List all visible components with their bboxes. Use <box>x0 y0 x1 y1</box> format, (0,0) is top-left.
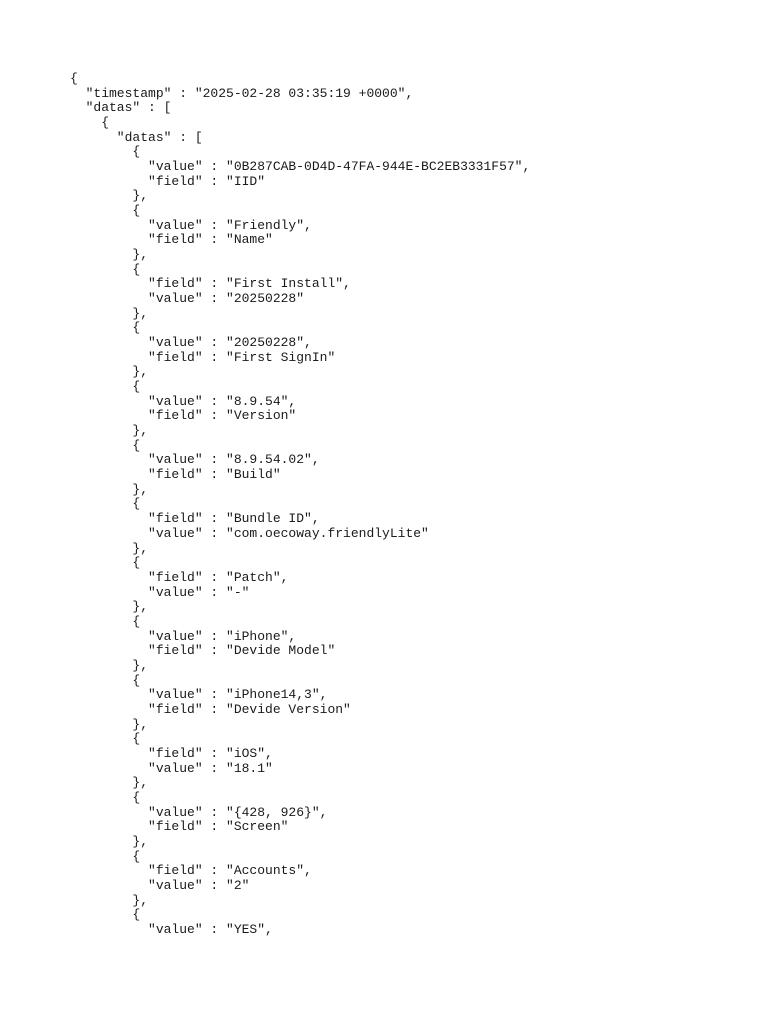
json-line: "field" : "First SignIn" <box>70 349 336 365</box>
json-line: }, <box>70 540 149 556</box>
json-line: }, <box>70 305 149 321</box>
json-line: "value" : "iPhone", <box>70 628 297 644</box>
json-line: "field" : "IID" <box>70 173 266 189</box>
json-line: { <box>70 672 141 688</box>
json-line: "field" : "Build" <box>70 467 281 483</box>
json-line: }, <box>70 423 149 439</box>
json-line: "field" : "Name" <box>70 232 273 248</box>
json-line: "field" : "Bundle ID", <box>70 511 320 527</box>
json-line: { <box>70 144 141 160</box>
json-line: "field" : "Accounts", <box>70 863 312 879</box>
json-line: "value" : "Friendly", <box>70 217 312 233</box>
json-line: { <box>70 203 141 219</box>
json-line: "value" : "8.9.54", <box>70 393 297 409</box>
json-line: }, <box>70 599 149 615</box>
json-line: }, <box>70 775 149 791</box>
json-line: { <box>70 379 141 395</box>
json-line: "field" : "Screen" <box>70 819 289 835</box>
json-line: "field" : "Version" <box>70 408 297 424</box>
json-line: { <box>70 320 141 336</box>
json-line: { <box>70 731 141 747</box>
json-line: { <box>70 71 78 86</box>
json-line: }, <box>70 657 149 673</box>
json-line: { <box>70 789 141 805</box>
json-line: { <box>70 496 141 512</box>
json-line: { <box>70 261 141 277</box>
json-line: "value" : "0B287CAB-0D4D-47FA-944E-BC2EB… <box>70 159 531 175</box>
json-line: "value" : "YES", <box>70 921 273 937</box>
json-line: "value" : "20250228", <box>70 335 312 351</box>
json-line: { <box>70 613 141 629</box>
json-line: "field" : "Devide Model" <box>70 643 336 659</box>
json-line: "value" : "{428, 926}", <box>70 804 328 820</box>
json-line: }, <box>70 364 149 380</box>
json-line: "timestamp" : "2025-02-28 03:35:19 +0000… <box>70 85 414 101</box>
json-line: "value" : "18.1" <box>70 760 273 776</box>
json-line: "value" : "8.9.54.02", <box>70 452 320 468</box>
json-line: { <box>70 115 110 131</box>
json-line: { <box>70 907 141 923</box>
json-text-view: { "timestamp" : "2025-02-28 03:35:19 +00… <box>70 71 760 938</box>
json-line: { <box>70 555 141 571</box>
json-line: "datas" : [ <box>70 129 203 145</box>
json-line: "field" : "Devide Version" <box>70 701 351 717</box>
json-line: }, <box>70 833 149 849</box>
json-line: "value" : "2" <box>70 877 250 893</box>
json-line: }, <box>70 481 149 497</box>
json-line: { <box>70 848 141 864</box>
json-line: }, <box>70 716 149 732</box>
json-line: "field" : "First Install", <box>70 276 351 292</box>
json-line: "field" : "iOS", <box>70 745 273 761</box>
json-line: }, <box>70 247 149 263</box>
json-line: }, <box>70 892 149 908</box>
json-line: "value" : "iPhone14,3", <box>70 687 328 703</box>
json-line: }, <box>70 188 149 204</box>
json-line: "field" : "Patch", <box>70 569 289 585</box>
json-line: "datas" : [ <box>70 100 172 116</box>
json-line: { <box>70 437 141 453</box>
json-line: "value" : "-" <box>70 584 250 600</box>
json-line: "value" : "20250228" <box>70 291 305 307</box>
json-line: "value" : "com.oecoway.friendlyLite" <box>70 525 429 541</box>
